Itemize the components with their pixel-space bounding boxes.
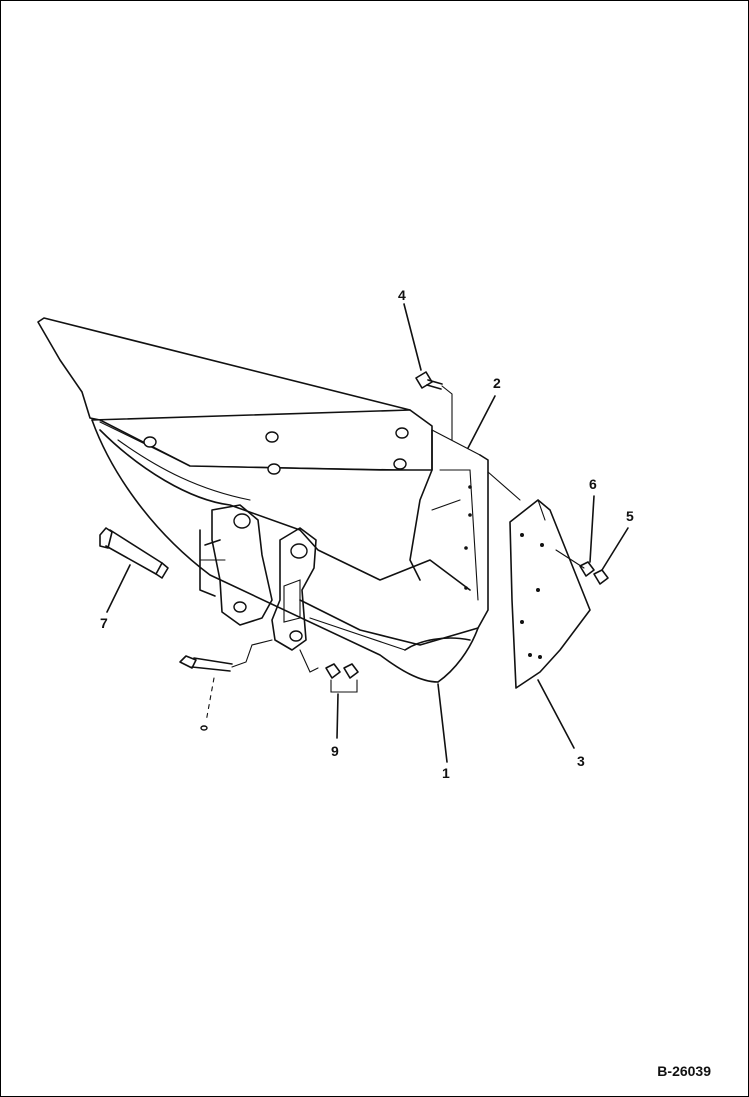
nuts-5-6 [487,471,609,585]
callout-5: 5 [626,508,634,524]
callout-6: 6 [589,476,597,492]
callout-9: 9 [331,743,339,759]
bucket-body [37,317,489,683]
callout-1: 1 [442,765,450,781]
drawing-code: B-26039 [657,1063,711,1079]
leader-lines [106,303,629,763]
side-cutter [509,499,591,689]
callout-2: 2 [493,375,501,391]
bolt-9 [179,639,359,731]
callout-4: 4 [398,287,406,303]
pin-7 [99,527,169,579]
callout-7: 7 [100,615,108,631]
bolt-4 [415,371,453,441]
callout-3: 3 [577,753,585,769]
callouts: 4 2 6 5 7 9 1 3 [100,287,634,781]
